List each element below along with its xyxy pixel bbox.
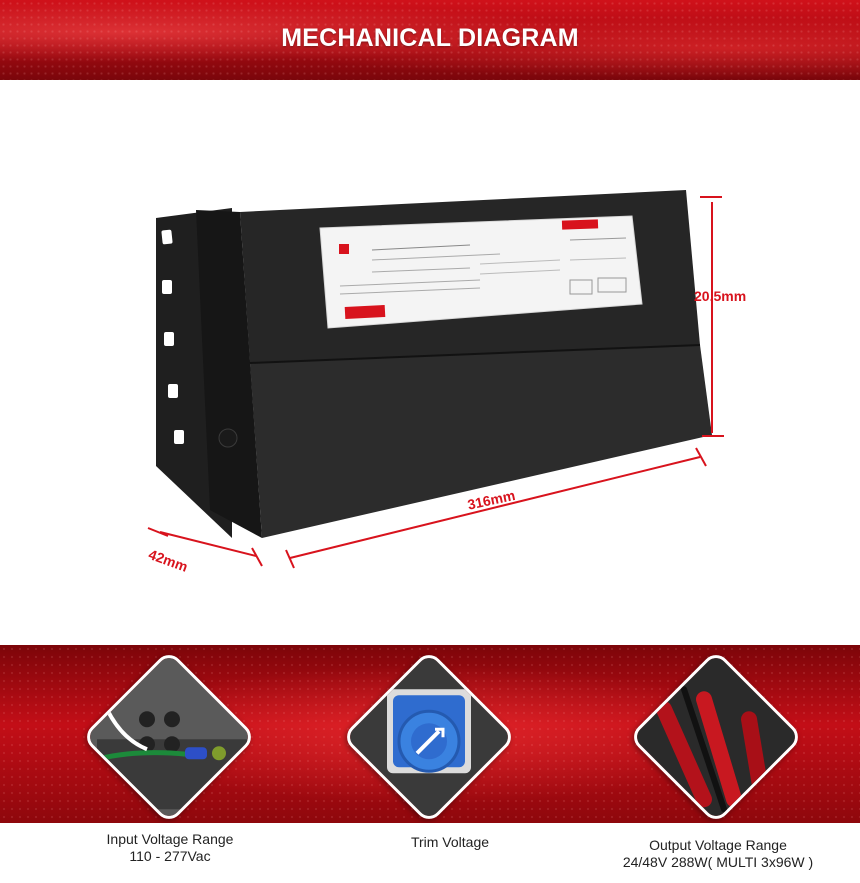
feature-title: Trim Voltage	[410, 834, 490, 850]
height-dimension-label: 20.5mm	[694, 288, 747, 304]
feature-title: Input Voltage Range	[106, 831, 234, 847]
output-leads-photo	[628, 649, 804, 823]
driver-side-face	[196, 210, 262, 538]
feature-subtitle: 110 - 277Vac	[129, 848, 211, 864]
driver-front-panel-lower	[250, 345, 712, 538]
feature-caption-input: Input Voltage Range 110 - 277Vac	[40, 831, 300, 865]
feature-caption-output: Output Voltage Range 24/48V 288W( MULTI …	[588, 837, 848, 871]
driver-drawing	[147, 190, 724, 569]
knockout-hole	[218, 428, 238, 448]
dimension-lines	[147, 196, 724, 569]
feature-title: Output Voltage Range	[649, 837, 787, 853]
mechanical-diagram: 20.5mm 316mm 42mm	[0, 80, 860, 645]
feature-subtitle: 24/48V 288W( MULTI 3x96W )	[622, 854, 814, 870]
trim-voltage-photo	[341, 649, 517, 823]
product-label	[319, 215, 643, 329]
feature-band	[0, 645, 860, 823]
header-banner: MECHANICAL DIAGRAM	[0, 0, 860, 80]
input-wiring-photo	[81, 649, 257, 823]
page-title: MECHANICAL DIAGRAM	[281, 24, 579, 52]
feature-caption-trim: Trim Voltage	[320, 834, 580, 851]
